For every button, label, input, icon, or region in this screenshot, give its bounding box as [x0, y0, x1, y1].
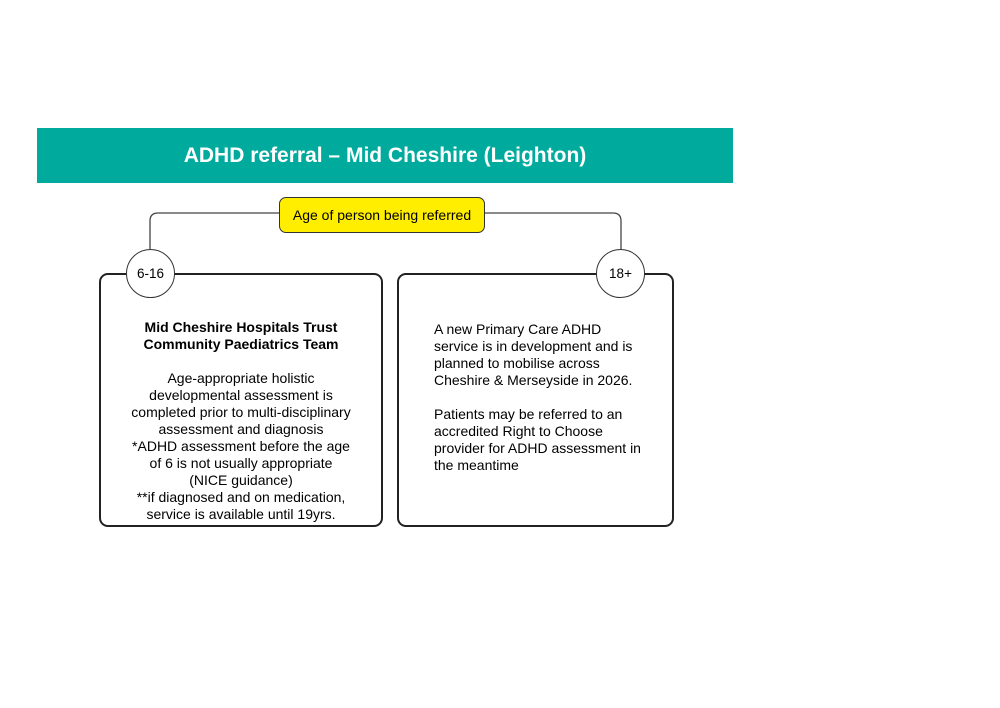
paediatrics-text-line: assessment and diagnosis	[158, 421, 324, 437]
diagram-title-text: ADHD referral – Mid Cheshire (Leighton)	[183, 143, 587, 167]
paediatrics-box: Mid Cheshire Hospitals Trust Community P…	[99, 273, 383, 527]
age-6-16-label: 6-16	[136, 266, 165, 281]
adult-text-line: Patients may be referred to an	[434, 406, 623, 422]
paediatrics-text-line: developmental assessment is	[149, 387, 333, 403]
diagram-title: ADHD referral – Mid Cheshire (Leighton)	[37, 128, 733, 183]
paediatrics-description: Age-appropriate holistic developmental a…	[101, 370, 381, 523]
adult-text-line: Cheshire & Merseyside in 2026.	[434, 372, 633, 388]
paragraph-spacer	[434, 389, 669, 406]
paediatrics-content: Mid Cheshire Hospitals Trust Community P…	[101, 319, 381, 523]
age-question-box: Age of person being referred	[279, 197, 485, 233]
age-18-plus-label: 18+	[609, 266, 632, 281]
adult-text-line: the meantime	[434, 457, 519, 473]
paediatrics-text-line: completed prior to multi-disciplinary	[131, 404, 351, 420]
paediatrics-text-line: service is available until 19yrs.	[146, 506, 336, 522]
adult-text-line: service is in development and is	[434, 338, 633, 354]
paediatrics-text-line: Age-appropriate holistic	[167, 370, 315, 386]
paediatrics-title-line: Community Paediatrics Team	[143, 336, 339, 352]
age-question-label: Age of person being referred	[292, 207, 472, 223]
age-6-16-badge: 6-16	[126, 249, 175, 298]
paediatrics-text-line: of 6 is not usually appropriate	[149, 455, 333, 471]
adult-box: A new Primary Care ADHD service is in de…	[397, 273, 674, 527]
paediatrics-title-line: Mid Cheshire Hospitals Trust	[144, 319, 338, 335]
paediatrics-text-line: *ADHD assessment before the age	[132, 438, 350, 454]
connector-right	[485, 212, 622, 249]
adult-text-line: A new Primary Care ADHD	[434, 321, 602, 337]
paediatrics-title: Mid Cheshire Hospitals Trust Community P…	[101, 319, 381, 353]
adult-text-line: accredited Right to Choose	[434, 423, 603, 439]
adult-text-line: planned to mobilise across	[434, 355, 600, 371]
connector-left	[149, 212, 279, 249]
adult-content: A new Primary Care ADHD service is in de…	[434, 321, 669, 474]
paediatrics-text-line: (NICE guidance)	[189, 472, 293, 488]
adult-text-line: provider for ADHD assessment in	[434, 440, 641, 456]
age-18-plus-badge: 18+	[596, 249, 645, 298]
paediatrics-text-line: **if diagnosed and on medication,	[136, 489, 346, 505]
